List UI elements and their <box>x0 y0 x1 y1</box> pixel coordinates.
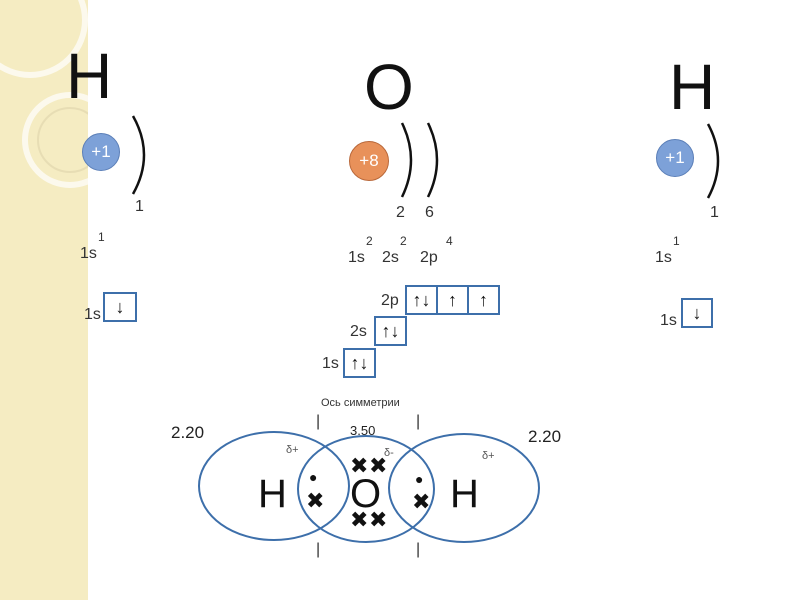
decorative-rings <box>0 0 88 188</box>
electron-dot-left: ● <box>309 469 318 485</box>
axis-tick-left-top: | <box>316 413 321 430</box>
oxygen-config-2p: 2p <box>420 249 438 266</box>
oxygen-config-2p-sup: 4 <box>446 234 453 248</box>
orbital-level-label-2s: 2s <box>350 323 367 340</box>
molecule-h-left: H <box>258 472 287 516</box>
electron-cross-bottom-1: ✖ <box>350 507 369 532</box>
right-h-box-label: 1s <box>660 312 677 329</box>
oxygen-config-1s: 1s <box>348 249 365 266</box>
left-h-config: 1s <box>80 245 97 262</box>
symmetry-axis-title: Ось симметрии <box>321 397 400 409</box>
right-h-orbital-box: ↓ <box>681 298 713 328</box>
right-h-symbol: H <box>669 51 716 123</box>
electron-cross-shared-left: ✖ <box>306 488 325 513</box>
oxygen-symbol: O <box>364 51 414 123</box>
oxygen-config-2s: 2s <box>382 249 399 266</box>
left-h-config-sup: 1 <box>98 230 105 244</box>
axis-tick-left-bottom: | <box>316 541 321 558</box>
oxygen-config-1s-sup: 2 <box>366 234 373 248</box>
electron-cross-top-2: ✖ <box>369 453 388 478</box>
left-h-shell-arc <box>131 115 146 195</box>
oxygen-shell-count-1: 2 <box>396 204 405 221</box>
electron-cross-shared-right: ✖ <box>412 489 431 514</box>
orbital-level-label-1s: 1s <box>322 355 339 372</box>
left-h-box-label: 1s <box>84 306 101 323</box>
partial-charge-oxygen: δ- <box>384 447 394 459</box>
oxygen-charge: +8 <box>359 151 379 170</box>
right-h-config: 1s <box>655 249 672 266</box>
right-h-charge: +1 <box>665 148 685 167</box>
left-h-nucleus: +1 <box>82 133 120 171</box>
electronegativity-oxygen: 3.50 <box>350 423 376 438</box>
ellipse-left-h <box>198 431 350 541</box>
molecule-h-right: H <box>450 472 479 516</box>
left-h-orbital-box: ↓ <box>103 292 137 322</box>
left-h-symbol: H <box>66 40 113 112</box>
electron-dot-right: ● <box>415 471 424 487</box>
left-h-charge: +1 <box>91 142 111 161</box>
orbital-cell-2s: ↑↓ <box>374 316 407 346</box>
right-h-config-sup: 1 <box>673 234 680 248</box>
orbital-level-label-2p: 2p <box>381 292 399 309</box>
axis-tick-right-top: | <box>416 413 421 430</box>
oxygen-shell-count-2: 6 <box>425 204 434 221</box>
decorative-sidebar <box>0 0 88 600</box>
molecule-o-center: O <box>350 472 382 516</box>
oxygen-nucleus: +8 <box>349 141 389 181</box>
partial-charge-left-h: δ+ <box>286 444 299 456</box>
right-h-nucleus: +1 <box>656 139 694 177</box>
ellipse-oxygen <box>297 435 435 543</box>
electron-cross-top-1: ✖ <box>350 453 369 478</box>
electron-cross-bottom-2: ✖ <box>369 507 388 532</box>
partial-charge-right-h: δ+ <box>482 450 495 462</box>
electronegativity-left-h: 2.20 <box>171 423 205 442</box>
right-h-shell-arc <box>706 123 720 199</box>
oxygen-shell-arcs <box>400 122 439 198</box>
orbital-cell-2p-3: ↑ <box>467 285 500 315</box>
oxygen-config-2s-sup: 2 <box>400 234 407 248</box>
ellipse-right-h <box>388 433 540 543</box>
electronegativity-right-h: 2.20 <box>528 427 562 446</box>
axis-tick-right-bottom: | <box>416 541 421 558</box>
right-h-shell-count: 1 <box>710 204 719 221</box>
left-h-shell-count: 1 <box>135 198 144 215</box>
orbital-cell-1s: ↑↓ <box>343 348 376 378</box>
